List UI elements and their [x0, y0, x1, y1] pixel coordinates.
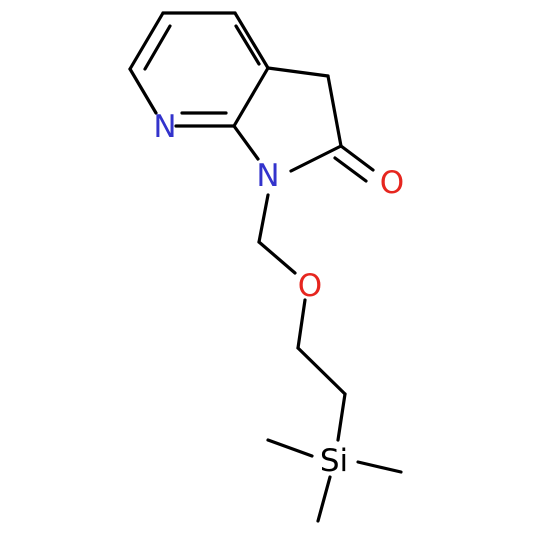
atom-label: N — [256, 158, 279, 194]
bond — [232, 124, 260, 161]
bond — [257, 193, 270, 244]
bond — [266, 438, 314, 458]
bond — [289, 144, 343, 173]
bond — [296, 346, 347, 396]
bond — [128, 67, 158, 115]
atom-label: Si — [320, 443, 348, 479]
bond — [128, 11, 165, 71]
bond — [232, 66, 270, 128]
atom-label: O — [298, 268, 322, 304]
bond — [316, 475, 332, 523]
bond — [233, 11, 270, 70]
bond — [143, 24, 172, 71]
bond — [296, 298, 307, 350]
bond — [336, 392, 347, 442]
bond — [257, 240, 297, 275]
bond — [326, 74, 343, 148]
atom-label: N — [153, 109, 176, 145]
bond — [234, 24, 261, 66]
bond — [333, 156, 368, 183]
bond — [356, 460, 403, 474]
bond — [339, 144, 375, 172]
atom-label: O — [380, 165, 404, 201]
bond — [266, 66, 330, 78]
